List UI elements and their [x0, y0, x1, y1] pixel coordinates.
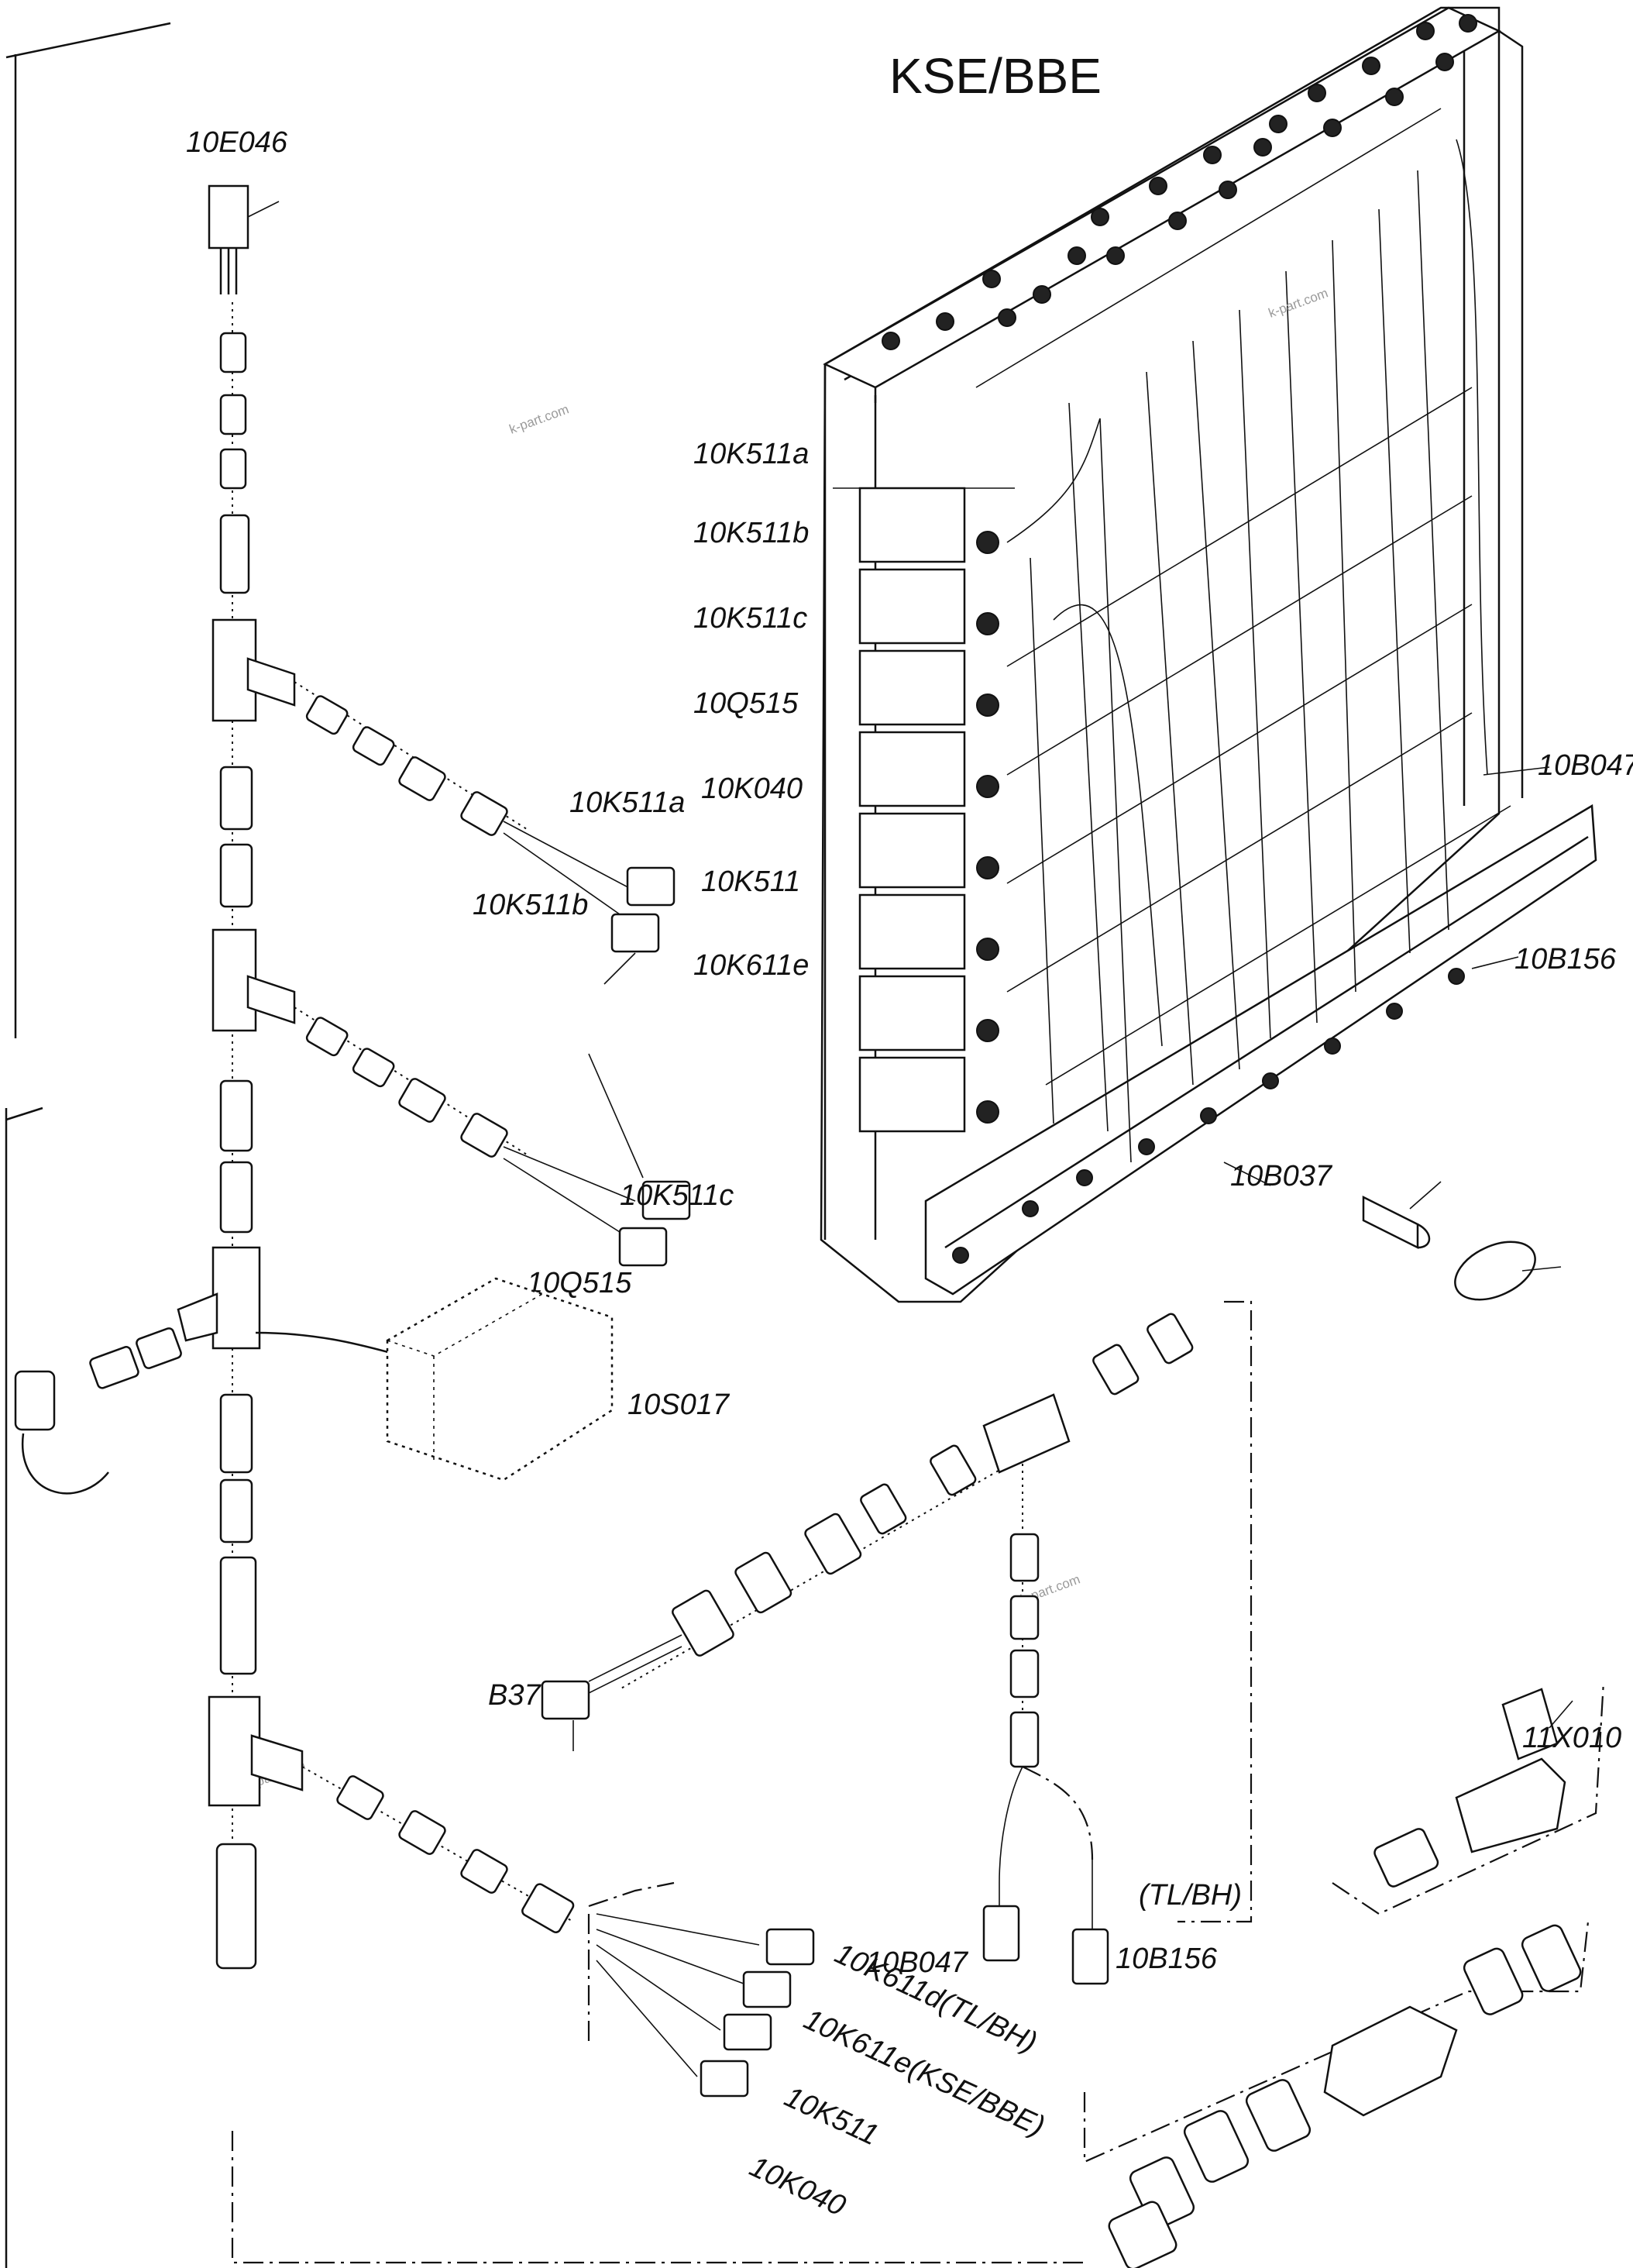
branch-B37: [541, 1313, 1194, 1751]
connector-11X010: [1373, 1688, 1573, 1888]
bottom-right-couplers: [1108, 1924, 1582, 2268]
left-loop-branch: [14, 1327, 404, 1495]
watermark-1: k-part.com: [507, 401, 571, 436]
dash-outline-right: [1177, 1300, 1253, 1923]
label-10K040-low: 10K040: [744, 2150, 850, 2222]
label-10B047-low: 10B047: [866, 1946, 969, 1979]
branch-10K511c-10Q515: [294, 1007, 691, 1267]
dash-outline-x010: [1332, 1681, 1605, 1915]
label-10E046: 10E046: [186, 126, 288, 159]
solenoid-valve-stack: [858, 487, 999, 1133]
label-10K511b-branch: 10K511b: [473, 889, 588, 921]
label-10B037: 10B037: [1230, 1160, 1333, 1193]
branch-10K511ab: [294, 681, 676, 985]
sensor-10S017: [386, 1277, 614, 1482]
valve-block-assembly: [820, 6, 1597, 1303]
label-10K611e-top: 10K611e: [693, 949, 809, 982]
label-10B156-top: 10B156: [1514, 943, 1617, 976]
label-10K040-top: 10K040: [701, 773, 803, 805]
label-11X010: 11X010: [1522, 1722, 1621, 1754]
frame-lines: [5, 22, 171, 2268]
label-10S017: 10S017: [627, 1389, 731, 1421]
bottom-fittings: [952, 968, 1465, 1264]
label-10K511-top: 10K511: [701, 866, 800, 898]
label-10K511a-top: 10K511a: [693, 438, 809, 470]
branch-lower-connectors: [301, 1766, 815, 2098]
label-10K511c-top: 10K511c: [693, 602, 807, 635]
label-10Q515-branch: 10Q515: [527, 1267, 632, 1299]
label-10B156-low: 10B156: [1116, 1943, 1218, 1975]
label-10K511-low: 10K511: [779, 2080, 883, 2152]
label-10Q515-top: 10Q515: [693, 687, 799, 720]
left-harness-chain: [177, 184, 304, 1970]
dash-outline-bottom: [231, 2131, 1085, 2264]
branch-10B047-10B156: [982, 1533, 1109, 1985]
diagram-title: KSE/BBE: [889, 48, 1102, 104]
label-B37: B37: [488, 1679, 541, 1712]
valve-block-pipes: [975, 108, 1511, 1163]
hose-and-clamp: [1362, 1181, 1562, 1301]
label-10K511c-branch: 10K511c: [620, 1179, 734, 1212]
dash-outline-lower-right: [1083, 1921, 1590, 2163]
label-10B047-top: 10B047: [1538, 749, 1633, 782]
label-TL-BH: (TL/BH): [1139, 1879, 1242, 1912]
top-rail-bolts: [882, 14, 1477, 350]
label-10K511b-top: 10K511b: [693, 517, 809, 549]
label-10K511a-branch: 10K511a: [569, 786, 685, 819]
